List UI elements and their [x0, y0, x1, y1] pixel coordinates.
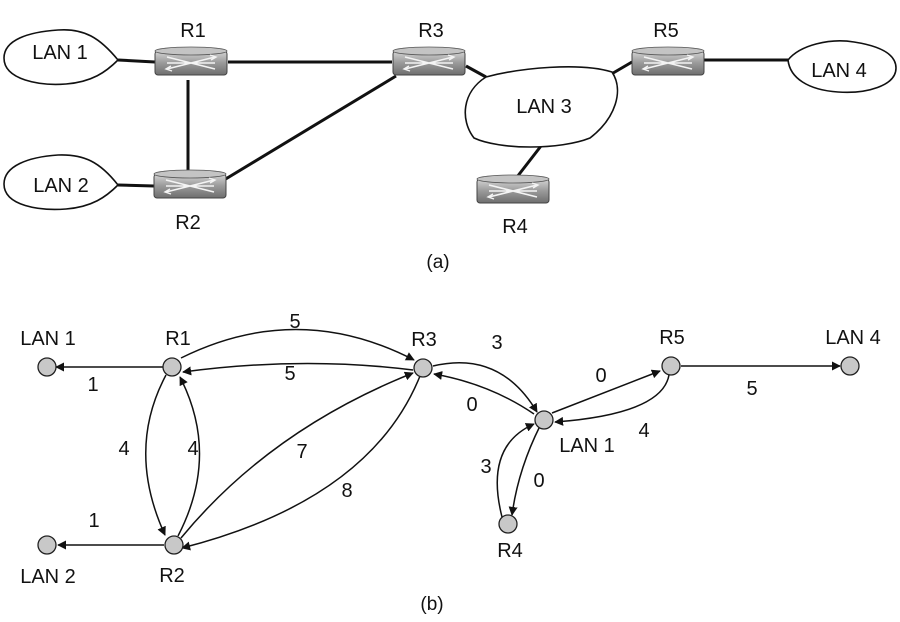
r3-label: R3	[418, 20, 444, 42]
node-lan2-label: LAN 2	[20, 566, 76, 588]
node-r4-label: R4	[497, 540, 523, 562]
edge-r1-r2	[145, 374, 167, 536]
weight-r5-lan4: 5	[746, 378, 757, 400]
edge-r1-r3	[180, 328, 415, 361]
lan3-cloud	[464, 66, 619, 148]
weight-r2-lan2: 1	[88, 510, 99, 532]
graph-model: LAN 1 R1 R3 R5 LAN 4 LAN 1 R4 LAN 2 R2 1…	[20, 311, 881, 615]
lan4-label: LAN 4	[811, 60, 867, 82]
weight-lan-r4: 0	[533, 470, 544, 492]
r5-label: R5	[653, 20, 679, 42]
link-r3-lan3	[465, 64, 487, 79]
lan1-label: LAN 1	[32, 42, 88, 64]
lan2-label: LAN 2	[33, 175, 89, 197]
weight-r1-lan1: 1	[87, 374, 98, 396]
r3-router-icon	[392, 46, 466, 76]
edge-lan-r3	[433, 370, 535, 415]
edge-r2-r1	[177, 376, 201, 537]
weight-r1-r3: 5	[289, 311, 300, 333]
link-lan3-r4	[515, 145, 543, 178]
node-r3-label: R3	[411, 329, 437, 351]
edge-lan-r5	[551, 369, 661, 414]
weight-r3-r1: 5	[284, 363, 295, 385]
node-r3	[413, 358, 433, 378]
node-r5	[661, 356, 681, 376]
edge-lan-r4	[508, 425, 541, 516]
lan2-cloud	[3, 154, 120, 211]
weight-r3-r2: 8	[341, 480, 352, 502]
lan4-cloud	[787, 40, 897, 94]
weight-r1-r2: 4	[118, 438, 129, 460]
r4-label: R4	[502, 216, 528, 238]
r1-label: R1	[180, 20, 206, 42]
weight-lan-r3: 0	[466, 394, 477, 416]
r1-router-icon	[154, 46, 228, 76]
node-lan1	[37, 357, 57, 377]
node-r1	[162, 357, 182, 377]
node-lan-center-label: LAN 1	[559, 435, 615, 457]
edge-r3-r2	[181, 375, 421, 551]
edge-r3-r1	[182, 362, 414, 376]
lan3-label: LAN 3	[516, 96, 572, 118]
weight-r4-lan: 3	[480, 456, 491, 478]
edge-weights: 1 5 5 4 4 7 8 1 3 0 0 4 5 3 0	[87, 311, 757, 532]
physical-topology: LAN 1 LAN 2 LAN 3 LAN 4 R1 R2 R3 R4 R5 (…	[3, 20, 897, 273]
caption-a: (a)	[426, 252, 449, 273]
node-r5-label: R5	[659, 327, 685, 349]
link-lan1-r1	[117, 58, 156, 64]
node-r2-label: R2	[159, 565, 185, 587]
weight-r2-r3: 7	[296, 441, 307, 463]
edge-r4-lan	[496, 423, 535, 518]
lan1-cloud	[3, 28, 120, 86]
node-lan1-label: LAN 1	[20, 328, 76, 350]
physical-links	[117, 58, 788, 188]
edge-r3-lan	[432, 362, 538, 413]
node-r1-label: R1	[165, 328, 191, 350]
node-r2	[164, 535, 184, 555]
node-r4	[498, 514, 518, 534]
weight-r3-lan: 3	[491, 332, 502, 354]
node-lan4-label: LAN 4	[825, 327, 881, 349]
node-lan4	[840, 356, 860, 376]
weight-r2-r1: 4	[187, 438, 198, 460]
r4-router-icon	[476, 174, 550, 204]
node-lan2	[37, 535, 57, 555]
link-lan2-r2	[117, 183, 155, 188]
link-r2-r3	[223, 74, 397, 182]
r2-label: R2	[175, 212, 201, 234]
graph-edges	[55, 328, 841, 551]
edge-r2-r3	[180, 371, 414, 539]
weight-lan-r5: 0	[595, 365, 606, 387]
edge-r5-lan	[554, 374, 670, 426]
r5-router-icon	[631, 46, 705, 76]
r2-router-icon	[153, 169, 227, 199]
node-lan-center	[534, 410, 554, 430]
weight-r5-lan: 4	[638, 420, 649, 442]
caption-b: (b)	[420, 594, 443, 615]
